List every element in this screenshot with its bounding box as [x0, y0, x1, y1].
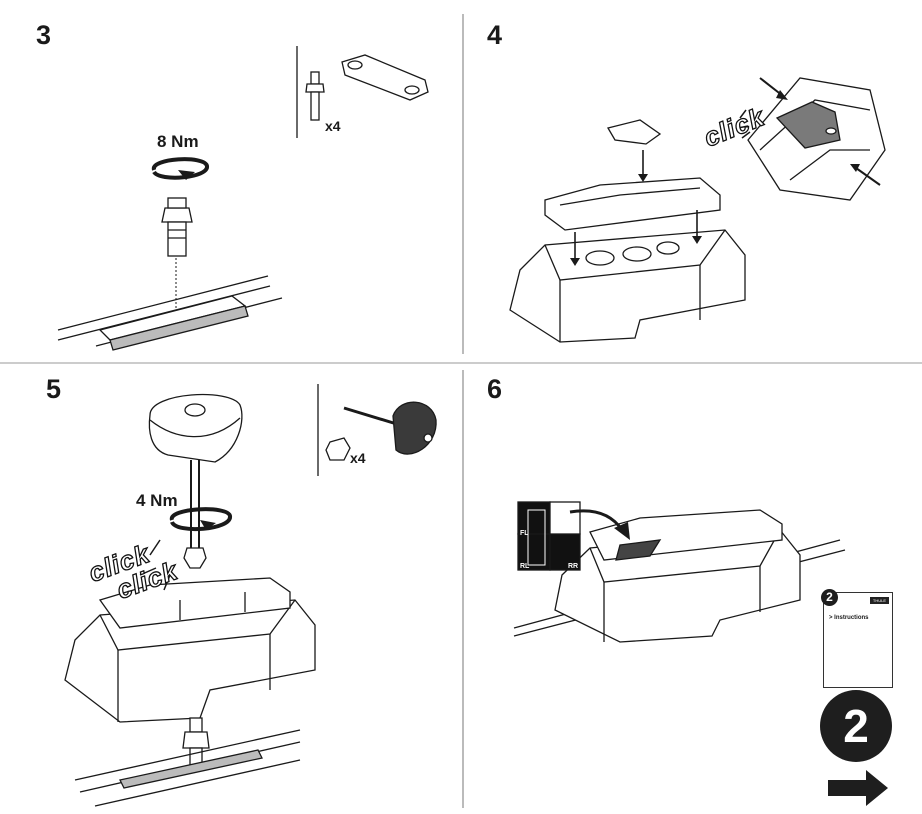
- instruction-booklet-card: 2 THULE > Instructions: [821, 589, 893, 688]
- position-tag-fl: FL: [520, 530, 529, 537]
- step5-torque-label: 4 Nm: [136, 491, 178, 510]
- step3-torque-label: 8 Nm: [157, 132, 199, 151]
- step-6-number: 6: [487, 374, 503, 404]
- card-title: > Instructions: [829, 615, 869, 621]
- step-5-number: 5: [46, 374, 62, 404]
- rotation-arrow-icon: [152, 157, 209, 180]
- step-4-number: 4: [487, 20, 503, 50]
- step3-illustration: [57, 46, 429, 351]
- step3-quantity-label: x4: [325, 118, 341, 134]
- position-tag-rr: RR: [568, 563, 579, 570]
- next-booklet-number: 2: [820, 690, 892, 762]
- step-3-number: 3: [36, 20, 52, 50]
- step5-illustration: [64, 384, 437, 807]
- step5-quantity-label: x4: [350, 450, 366, 466]
- card-brand-logo: THULE: [869, 597, 889, 604]
- position-tag-rl: RL: [520, 563, 530, 570]
- step4-illustration: [509, 77, 886, 343]
- card-number-badge: 2: [821, 589, 838, 606]
- step6-illustration: [513, 501, 888, 806]
- next-arrow-icon: [828, 770, 888, 806]
